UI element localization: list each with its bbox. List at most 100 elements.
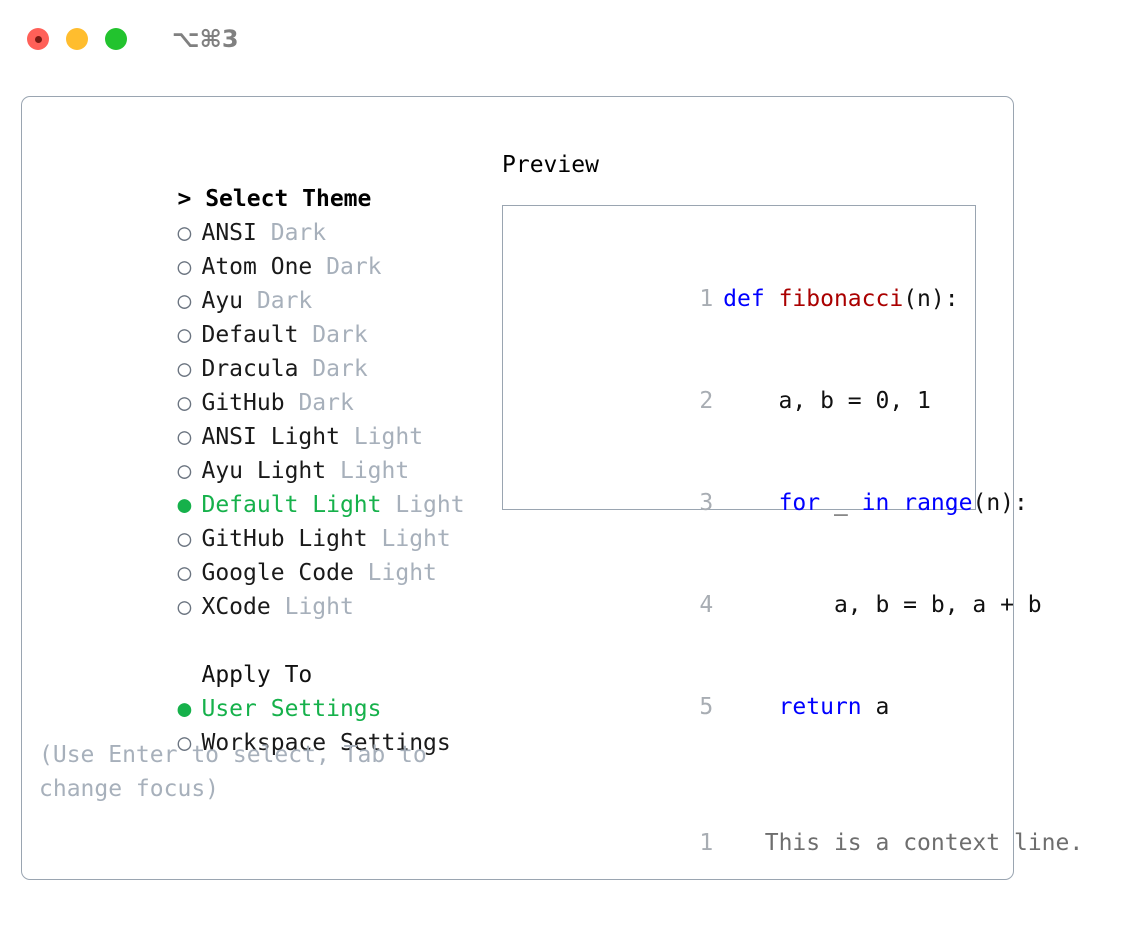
theme-option-tag: Light	[284, 594, 354, 620]
traffic-light-buttons	[27, 28, 127, 50]
apply-to-option-workspace-settings[interactable]: ○ Workspace Settings	[39, 692, 509, 756]
code-token: fibonacci	[778, 286, 904, 312]
theme-option-label: Ayu Light	[201, 458, 327, 484]
theme-option-ansi-light[interactable]: ○ANSI Light Light	[39, 386, 509, 450]
line-number: 3	[699, 490, 714, 516]
theme-option-label: XCode	[201, 594, 271, 620]
radio-unselected-icon: ○	[177, 390, 192, 416]
diff-text: This line was deleted.	[737, 932, 1056, 934]
apply-to-option-label: Workspace Settings	[201, 730, 451, 756]
radio-selected-icon: ●	[177, 696, 192, 722]
code-token: (n):	[903, 286, 959, 312]
code-token	[723, 694, 778, 720]
radio-unselected-icon: ○	[177, 356, 192, 382]
theme-option-dracula-dark[interactable]: ○ Dracula Dark	[39, 318, 509, 382]
theme-option-ayu-light[interactable]: ○ Ayu Light Light	[39, 420, 509, 484]
focus-caret-icon: >	[177, 186, 192, 212]
code-token	[723, 490, 778, 516]
line-number: 2	[687, 928, 713, 934]
code-line: 3 for _ in range(n):	[521, 452, 1028, 554]
radio-unselected-icon: ○	[177, 458, 192, 484]
window-titlebar: ⌥⌘3	[0, 0, 1140, 78]
window-title: ⌥⌘3	[172, 25, 239, 53]
theme-option-label: Default Light	[201, 492, 382, 518]
radio-unselected-icon: ○	[177, 594, 192, 620]
maximize-window-icon[interactable]	[105, 28, 127, 50]
code-token: range	[903, 490, 973, 516]
line-number: 5	[699, 694, 714, 720]
select-theme-header-label: Select Theme	[205, 186, 372, 212]
theme-option-google-code[interactable]: ○Google Code Light	[39, 522, 509, 586]
radio-unselected-icon: ○	[177, 322, 192, 348]
radio-unselected-icon: ○	[177, 730, 192, 756]
code-token: (n):	[972, 490, 1028, 516]
theme-option-tag: Dark	[312, 322, 368, 348]
code-token: _	[820, 490, 862, 516]
code-line: 1 def fibonacci(n):	[521, 248, 975, 350]
radio-unselected-icon: ○	[177, 254, 192, 280]
theme-selector-column: > Select Theme ○ ANSI Dark ○ Atom One Dark…	[39, 148, 509, 806]
code-line: 4 a, b = b, a + b	[521, 554, 1041, 656]
preview-blank-line	[521, 758, 975, 792]
theme-option-ansi-dark[interactable]: ○ ANSI Dark	[39, 182, 509, 246]
code-token: return	[778, 694, 862, 720]
theme-option-atom-one-dark[interactable]: ○ Atom One Dark	[39, 216, 509, 280]
main-panel: > Select Theme ○ ANSI Dark ○ Atom One Dark…	[21, 96, 1083, 934]
theme-option-tag: Dark	[270, 220, 327, 246]
diff-sign	[723, 830, 737, 856]
apply-to-header-label: Apply To	[201, 662, 313, 688]
apply-to-header-indent	[177, 658, 201, 692]
theme-option-tag: Dark	[312, 356, 368, 382]
theme-option-default-dark[interactable]: ○ Default Dark	[39, 284, 509, 348]
theme-option-tag: Dark	[298, 390, 354, 416]
theme-option-label: ANSI Light	[201, 424, 340, 450]
code-token: a	[861, 694, 890, 720]
radio-unselected-icon: ○	[177, 288, 192, 314]
theme-option-tag: Dark	[256, 288, 313, 314]
radio-unselected-icon: ○	[177, 220, 192, 246]
apply-to-option-user-settings[interactable]: ●User Settings	[39, 658, 509, 722]
select-theme-header: > Select Theme	[39, 148, 509, 212]
radio-unselected-icon: ○	[177, 424, 192, 450]
diff-line-context: 1 This is a context line.	[521, 792, 1083, 894]
radio-unselected-icon: ○	[177, 560, 192, 586]
minimize-window-icon[interactable]	[66, 28, 88, 50]
close-window-icon[interactable]	[27, 28, 49, 50]
code-line: 5 return a	[521, 656, 975, 758]
apply-to-header: Apply To	[39, 624, 509, 688]
theme-option-label: GitHub Light	[201, 526, 368, 552]
theme-option-label: GitHub	[201, 390, 285, 416]
theme-option-ayu-dark[interactable]: ○ Ayu Dark	[39, 250, 509, 314]
theme-option-tag: Dark	[326, 254, 382, 280]
theme-option-label: Ayu	[201, 288, 244, 314]
theme-option-github-dark[interactable]: ○ GitHub Dark	[39, 352, 509, 416]
diff-line-deleted: 2- This line was deleted.	[521, 894, 1055, 934]
code-token: in	[861, 490, 890, 516]
theme-option-tag: Light	[339, 458, 410, 484]
radio-selected-icon: ●	[177, 492, 192, 518]
theme-option-default-light[interactable]: ● Default Light Light	[39, 454, 509, 518]
theme-option-label: ANSI	[201, 220, 257, 246]
keyboard-hint-text: (Use Enter to select, Tab to change focu…	[39, 742, 427, 802]
line-number: 2	[699, 388, 714, 414]
code-token	[889, 490, 903, 516]
code-token: for	[778, 490, 821, 516]
theme-option-label: Dracula	[201, 356, 299, 382]
theme-option-github-light[interactable]: ○ GitHub Light Light	[39, 488, 509, 552]
radio-unselected-icon: ○	[177, 526, 192, 552]
code-token: a, b = b, a + b	[723, 592, 1042, 618]
theme-option-xcode-light[interactable]: ○ XCode Light	[39, 556, 509, 620]
theme-option-tag: Light	[395, 492, 465, 518]
theme-option-label: Default	[201, 322, 299, 348]
theme-option-label: Google Code	[201, 560, 354, 586]
line-number: 4	[699, 592, 714, 618]
code-token: def	[723, 286, 779, 312]
theme-option-label: Atom One	[201, 254, 313, 280]
code-line: 2 a, b = 0, 1	[521, 350, 975, 452]
line-number: 1	[699, 286, 714, 312]
panel-columns: > Select Theme ○ ANSI Dark ○ Atom One Dark…	[22, 97, 1083, 934]
preview-title: Preview	[502, 152, 599, 178]
